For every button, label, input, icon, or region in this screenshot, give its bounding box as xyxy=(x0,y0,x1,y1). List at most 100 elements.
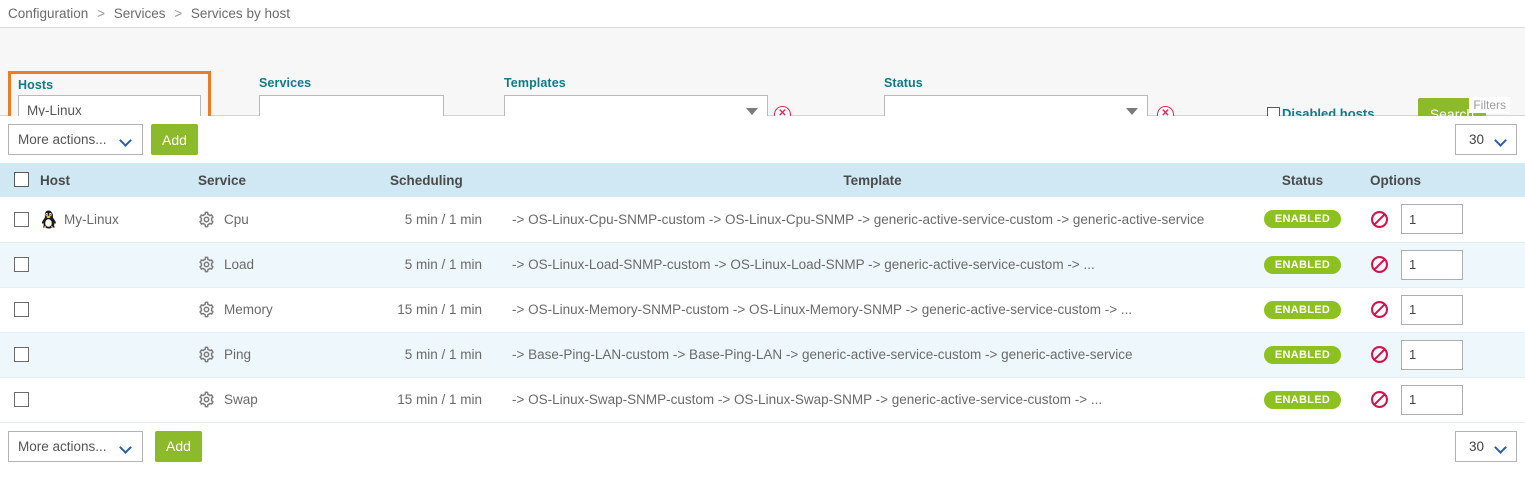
row-select-cell xyxy=(0,332,40,378)
hosts-filter-label: Hosts xyxy=(18,78,54,92)
select-all-header xyxy=(0,163,40,197)
option-value-input[interactable] xyxy=(1401,249,1463,280)
linux-penguin-icon xyxy=(40,210,57,229)
chevron-down-icon xyxy=(119,134,132,147)
more-actions-label: More actions... xyxy=(18,132,107,147)
host-cell xyxy=(40,287,190,333)
service-name[interactable]: Cpu xyxy=(224,211,249,227)
option-value-input[interactable] xyxy=(1401,294,1463,325)
status-badge: ENABLED xyxy=(1263,300,1342,319)
row-checkbox[interactable] xyxy=(14,211,29,227)
header-host[interactable]: Host xyxy=(40,163,190,197)
page-size-select-top[interactable]: 30 xyxy=(1455,124,1517,155)
row-checkbox[interactable] xyxy=(14,302,29,317)
options-cell xyxy=(1360,332,1525,378)
services-filter-label: Services xyxy=(259,76,312,90)
templates-filter-label: Templates xyxy=(504,76,566,90)
table-body: My-Linux Cpu 5 min / 1 min -> OS-Linux-Cpu-… xyxy=(0,197,1525,423)
status-badge: ENABLED xyxy=(1263,210,1342,229)
service-name[interactable]: Memory xyxy=(224,302,273,317)
row-checkbox[interactable] xyxy=(14,257,29,272)
breadcrumb-item-services-by-host[interactable]: Services by host xyxy=(190,6,290,21)
more-actions-select-top[interactable]: More actions... xyxy=(8,124,143,155)
host-cell xyxy=(40,377,190,423)
status-filter-label: Status xyxy=(884,76,923,90)
service-cell: Ping xyxy=(190,332,370,378)
host-name[interactable]: My-Linux xyxy=(64,211,119,227)
table-header-row: Host Service Scheduling Template Status … xyxy=(0,163,1525,197)
options-cell xyxy=(1360,287,1525,333)
breadcrumb-separator: > xyxy=(174,6,183,21)
more-actions-label: More actions... xyxy=(18,438,107,454)
disable-forbidden-icon[interactable] xyxy=(1370,390,1389,409)
template-chain: -> OS-Linux-Cpu-SNMP-custom -> OS-Linux-… xyxy=(512,211,1205,227)
toolbar-bottom: More actions... Add 30 xyxy=(0,422,1525,469)
row-checkbox[interactable] xyxy=(14,392,29,407)
scheduling-cell: 15 min / 1 min xyxy=(370,377,500,423)
row-select-cell xyxy=(0,377,40,423)
gear-icon xyxy=(198,391,215,408)
header-status[interactable]: Status xyxy=(1245,163,1360,197)
scheduling-value: 5 min / 1 min xyxy=(404,347,482,362)
header-service[interactable]: Service xyxy=(190,163,370,197)
scheduling-cell: 5 min / 1 min xyxy=(370,242,500,288)
add-button-bottom[interactable]: Add xyxy=(155,430,202,462)
scheduling-value: 15 min / 1 min xyxy=(397,392,482,407)
page-size-value: 30 xyxy=(1469,132,1485,147)
template-chain: -> Base-Ping-LAN-custom -> Base-Ping-LAN… xyxy=(512,347,1133,362)
table-row: Ping 5 min / 1 min -> Base-Ping-LAN-custom… xyxy=(0,332,1525,378)
gear-icon xyxy=(198,346,215,363)
status-cell: ENABLED xyxy=(1245,377,1360,423)
row-checkbox[interactable] xyxy=(14,347,29,362)
gear-icon xyxy=(198,256,215,273)
disable-forbidden-icon[interactable] xyxy=(1370,210,1389,229)
service-name[interactable]: Swap xyxy=(224,392,258,407)
gear-icon xyxy=(198,211,215,228)
disable-forbidden-icon[interactable] xyxy=(1370,345,1389,364)
option-value-input[interactable] xyxy=(1401,384,1463,415)
more-actions-select-bottom[interactable]: More actions... xyxy=(8,430,143,462)
service-name[interactable]: Load xyxy=(224,257,255,272)
select-all-checkbox[interactable] xyxy=(14,172,29,187)
options-cell xyxy=(1360,377,1525,423)
status-cell: ENABLED xyxy=(1245,287,1360,333)
chevron-down-icon xyxy=(1494,440,1507,454)
template-cell: -> Base-Ping-LAN-custom -> Base-Ping-LAN… xyxy=(500,332,1245,378)
template-cell: -> OS-Linux-Load-SNMP-custom -> OS-Linux… xyxy=(500,242,1245,288)
service-cell: Memory xyxy=(190,287,370,333)
row-select-cell xyxy=(0,287,40,333)
header-options[interactable]: Options xyxy=(1360,163,1525,197)
scheduling-value: 15 min / 1 min xyxy=(397,302,482,317)
table-header: Host Service Scheduling Template Status … xyxy=(0,163,1525,197)
breadcrumb-item-services[interactable]: Services xyxy=(113,6,166,21)
option-value-input[interactable] xyxy=(1401,204,1463,235)
header-template[interactable]: Template xyxy=(500,163,1245,197)
header-scheduling[interactable]: Scheduling xyxy=(370,163,500,197)
scheduling-value: 5 min / 1 min xyxy=(404,211,482,227)
template-chain: -> OS-Linux-Swap-SNMP-custom -> OS-Linux… xyxy=(512,392,1103,407)
table-row: My-Linux Cpu 5 min / 1 min -> OS-Linux-Cpu-… xyxy=(0,197,1525,243)
option-value-input[interactable] xyxy=(1401,339,1463,370)
service-name[interactable]: Ping xyxy=(224,347,252,362)
row-select-cell xyxy=(0,197,40,243)
scheduling-cell: 5 min / 1 min xyxy=(370,332,500,378)
chevron-down-icon xyxy=(1494,134,1507,147)
row-select-cell xyxy=(0,242,40,288)
chevron-down-icon xyxy=(1126,107,1138,115)
host-cell: My-Linux xyxy=(40,197,190,243)
options-cell xyxy=(1360,242,1525,288)
host-cell xyxy=(40,332,190,378)
table-row: Swap 15 min / 1 min -> OS-Linux-Swap-SNMP-… xyxy=(0,377,1525,423)
breadcrumb-item-configuration[interactable]: Configuration xyxy=(8,6,89,21)
service-cell: Cpu xyxy=(190,197,370,243)
service-cell: Swap xyxy=(190,377,370,423)
page-size-value: 30 xyxy=(1469,438,1485,454)
chevron-down-icon xyxy=(746,107,758,115)
page-size-select-bottom[interactable]: 30 xyxy=(1455,430,1517,462)
add-button-top[interactable]: Add xyxy=(151,124,198,155)
disable-forbidden-icon[interactable] xyxy=(1370,255,1389,274)
template-cell: -> OS-Linux-Swap-SNMP-custom -> OS-Linux… xyxy=(500,377,1245,423)
disable-forbidden-icon[interactable] xyxy=(1370,300,1389,319)
breadcrumb: Configuration > Services > Services by h… xyxy=(0,0,1525,27)
